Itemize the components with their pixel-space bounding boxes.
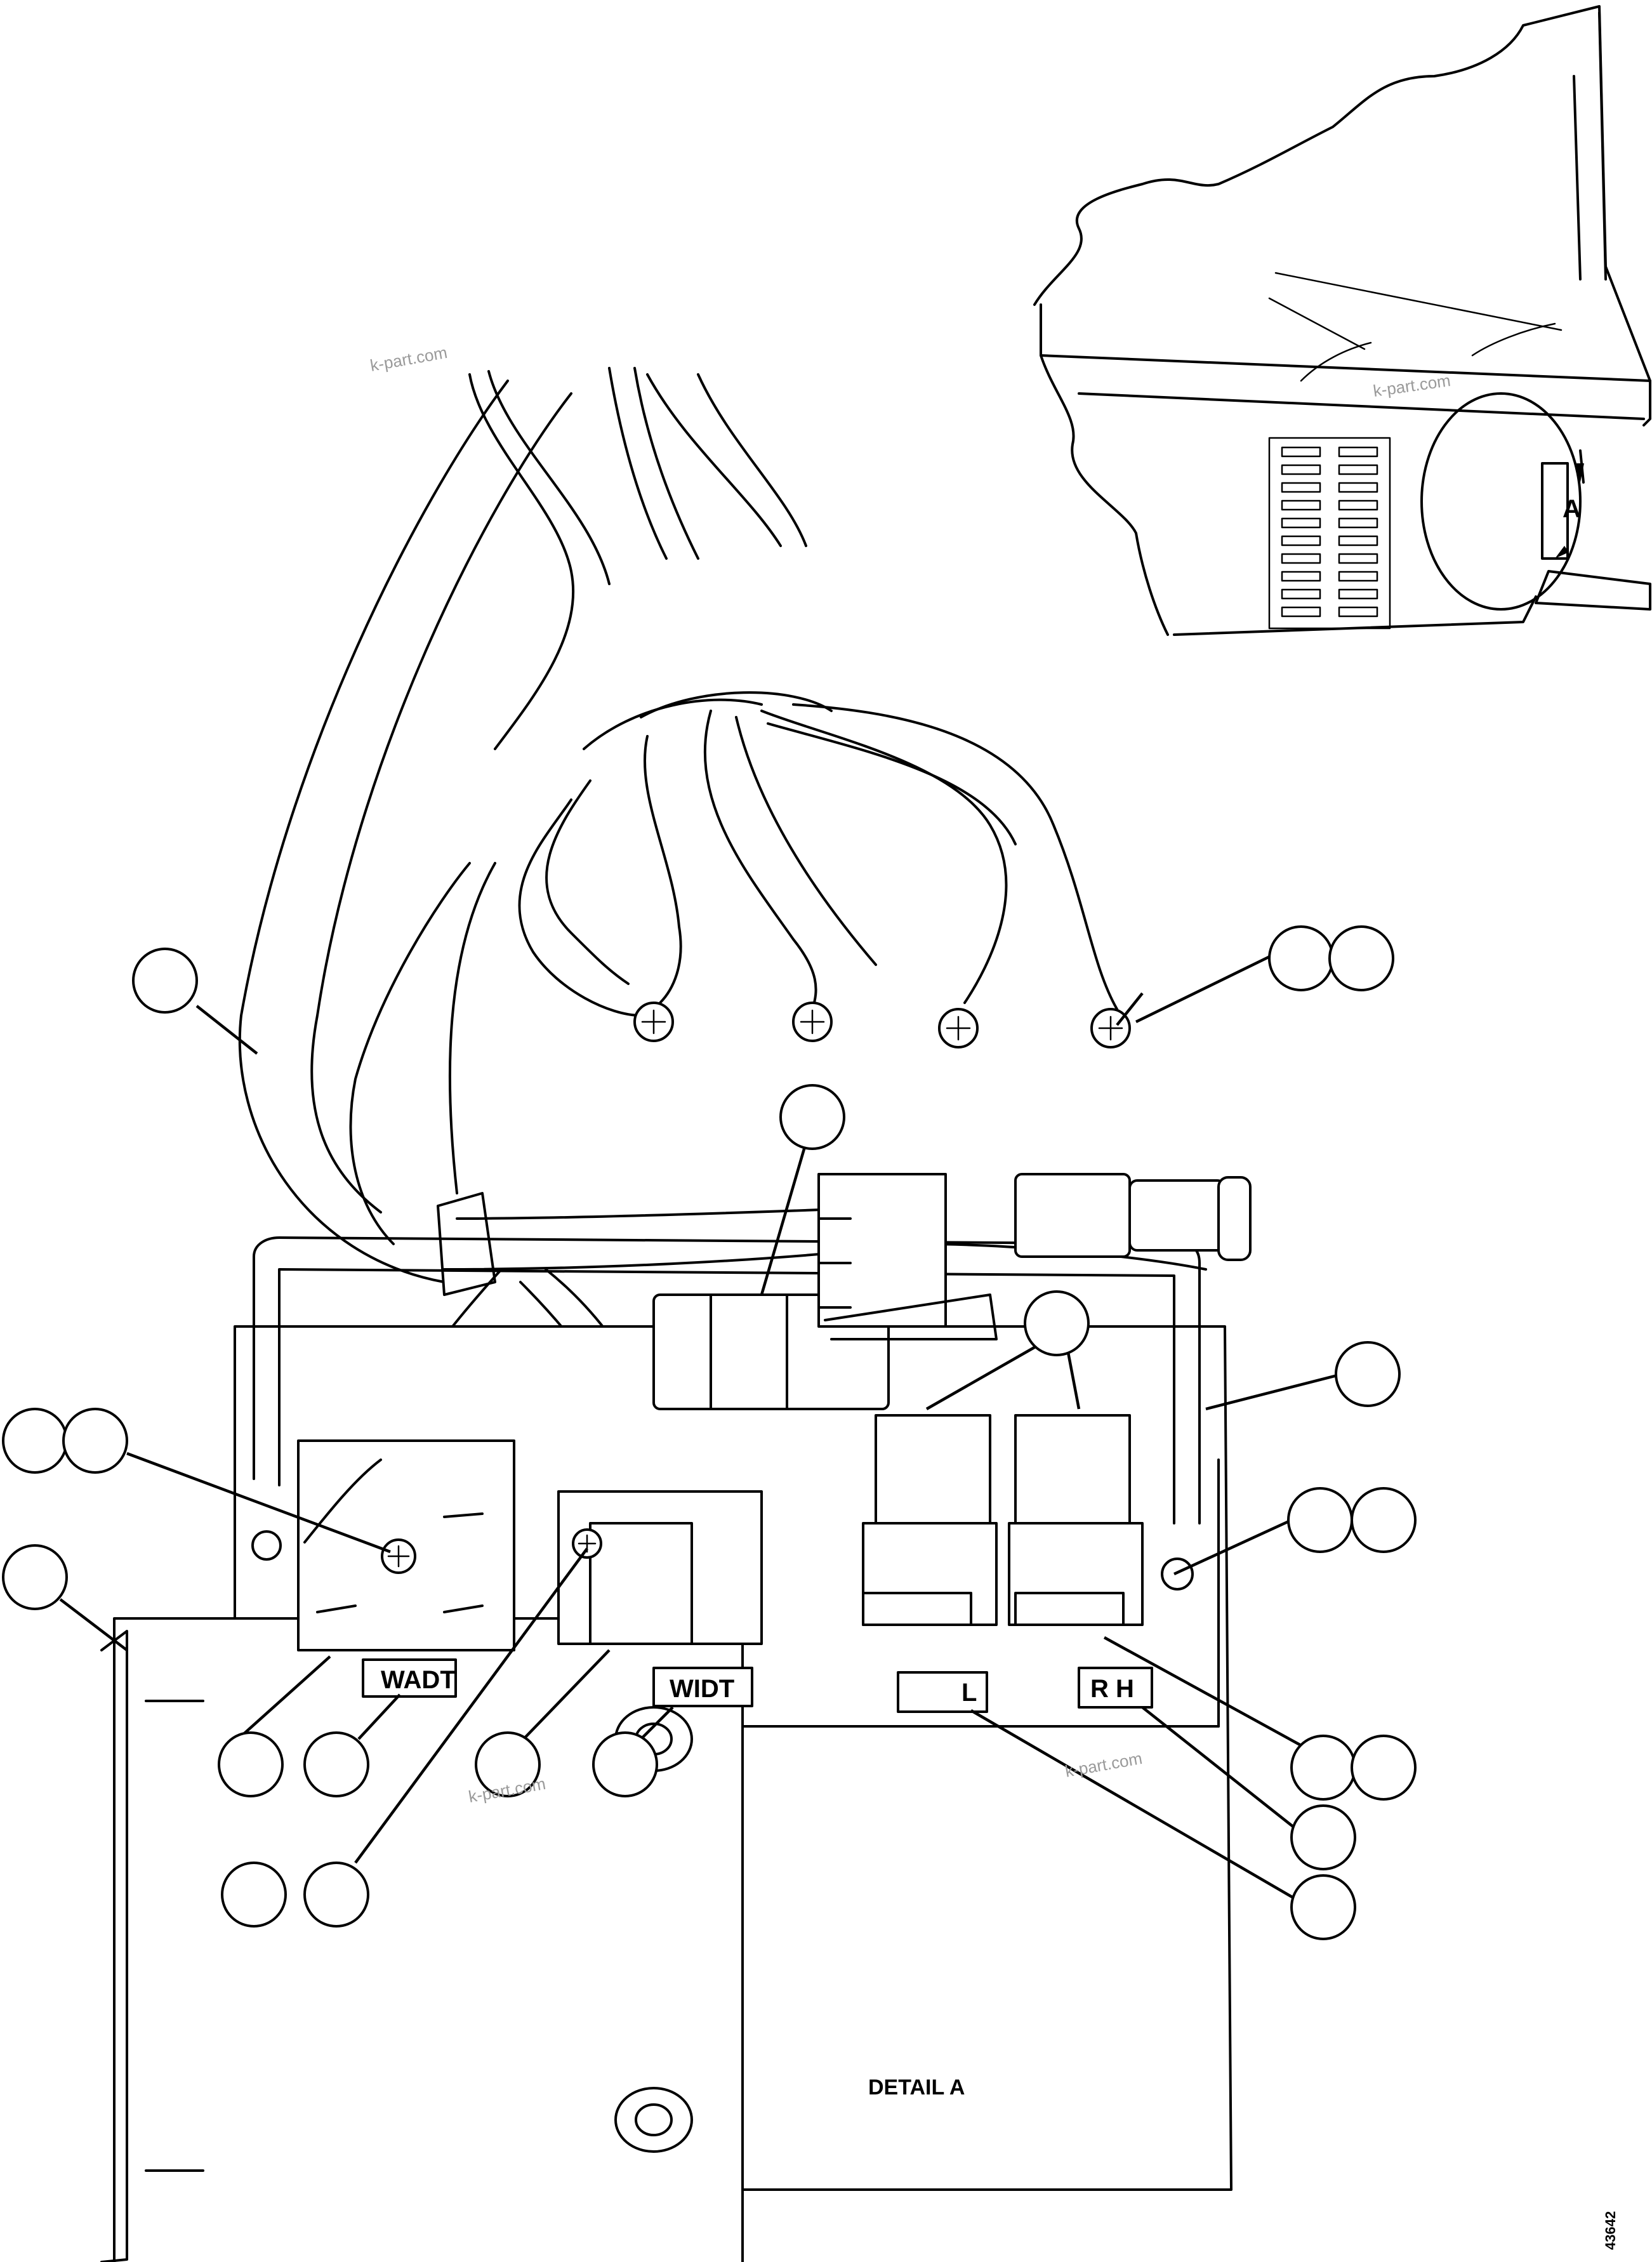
widt-module	[557, 1490, 763, 1645]
view-arrow-down-icon	[1576, 463, 1584, 482]
lh-label-plate	[897, 1671, 988, 1713]
detail-title: DETAIL A	[868, 2075, 965, 2100]
callout-bubble	[1290, 1804, 1356, 1870]
inset-louvre-panel	[1268, 437, 1391, 630]
detail-a-circle	[1420, 392, 1582, 611]
louvre-slot	[1338, 571, 1378, 582]
callout-bubbles	[2, 925, 1417, 1940]
ground-screw-2	[792, 1002, 833, 1042]
louvre-slot	[1338, 499, 1378, 511]
louvre-slot	[1281, 571, 1321, 582]
callout-bubble	[1351, 1487, 1417, 1553]
wadt-label: WADT	[381, 1666, 456, 1694]
view-letter: A	[1563, 495, 1581, 523]
view-arrow-up-icon	[1555, 546, 1569, 559]
louvre-slot	[1338, 588, 1378, 600]
callout-bubble	[62, 1408, 128, 1474]
lh-label: L	[961, 1679, 977, 1707]
callout-bubble	[303, 1862, 369, 1928]
rh-label-plate	[1078, 1667, 1153, 1709]
ground-screw-1	[633, 1002, 674, 1042]
callout-bubble	[1351, 1735, 1417, 1801]
callout-bubble	[303, 1731, 369, 1797]
louvre-slot	[1338, 606, 1378, 618]
callout-bubble	[779, 1084, 845, 1150]
ground-screws	[633, 1002, 1131, 1048]
louvre-slot	[1281, 482, 1321, 493]
louvre-slot	[1281, 517, 1321, 529]
figure-number: 43642	[1602, 2211, 1618, 2250]
callout-bubble	[132, 948, 198, 1014]
louvre-slot	[1281, 446, 1321, 458]
relay-lh	[862, 1414, 998, 1626]
rh-label: R H	[1090, 1675, 1134, 1703]
louvre-slot	[1338, 482, 1378, 493]
callout-bubble	[1290, 1735, 1356, 1801]
louvre-slot	[1338, 464, 1378, 475]
wadt-module	[297, 1439, 515, 1651]
louvre-slot	[1338, 535, 1378, 546]
standoff-lower	[614, 2087, 693, 2153]
louvre-slot	[1338, 553, 1378, 564]
callout-bubble	[1287, 1487, 1353, 1553]
widt-label: WIDT	[670, 1675, 734, 1703]
callout-bubble	[2, 1544, 68, 1610]
harness-connectors	[652, 1173, 1252, 1410]
louvre-slot	[1281, 606, 1321, 618]
louvre-slot	[1281, 588, 1321, 600]
callout-bubble	[1024, 1290, 1090, 1356]
ground-screw-4	[1090, 1008, 1131, 1048]
louvre-slot	[1281, 499, 1321, 511]
plate-grommet-left	[251, 1530, 282, 1561]
callout-leaders	[59, 953, 1343, 1905]
relay-rh	[1008, 1414, 1144, 1626]
louvre-slot	[1281, 535, 1321, 546]
inset-overview: A	[1033, 5, 1651, 636]
callout-bubble	[1335, 1341, 1401, 1407]
wadt-label-plate	[362, 1658, 457, 1698]
callout-bubble	[221, 1862, 287, 1928]
widt-label-plate	[652, 1667, 753, 1707]
watermark: k-part.com	[369, 343, 449, 375]
louvre-slot	[1281, 464, 1321, 475]
callout-bubble	[218, 1731, 284, 1797]
callout-bubble	[2, 1408, 68, 1474]
watermark: k-part.com	[1372, 371, 1452, 400]
louvre-slot	[1281, 553, 1321, 564]
louvre-slot	[1338, 517, 1378, 529]
callout-bubble	[592, 1731, 658, 1797]
louvre-slot	[1338, 446, 1378, 458]
callout-bubble	[1290, 1874, 1356, 1940]
callout-bubble	[1268, 925, 1334, 991]
ground-screw-3	[938, 1008, 979, 1048]
callout-bubble	[475, 1731, 541, 1797]
callout-bubble	[1328, 925, 1394, 991]
